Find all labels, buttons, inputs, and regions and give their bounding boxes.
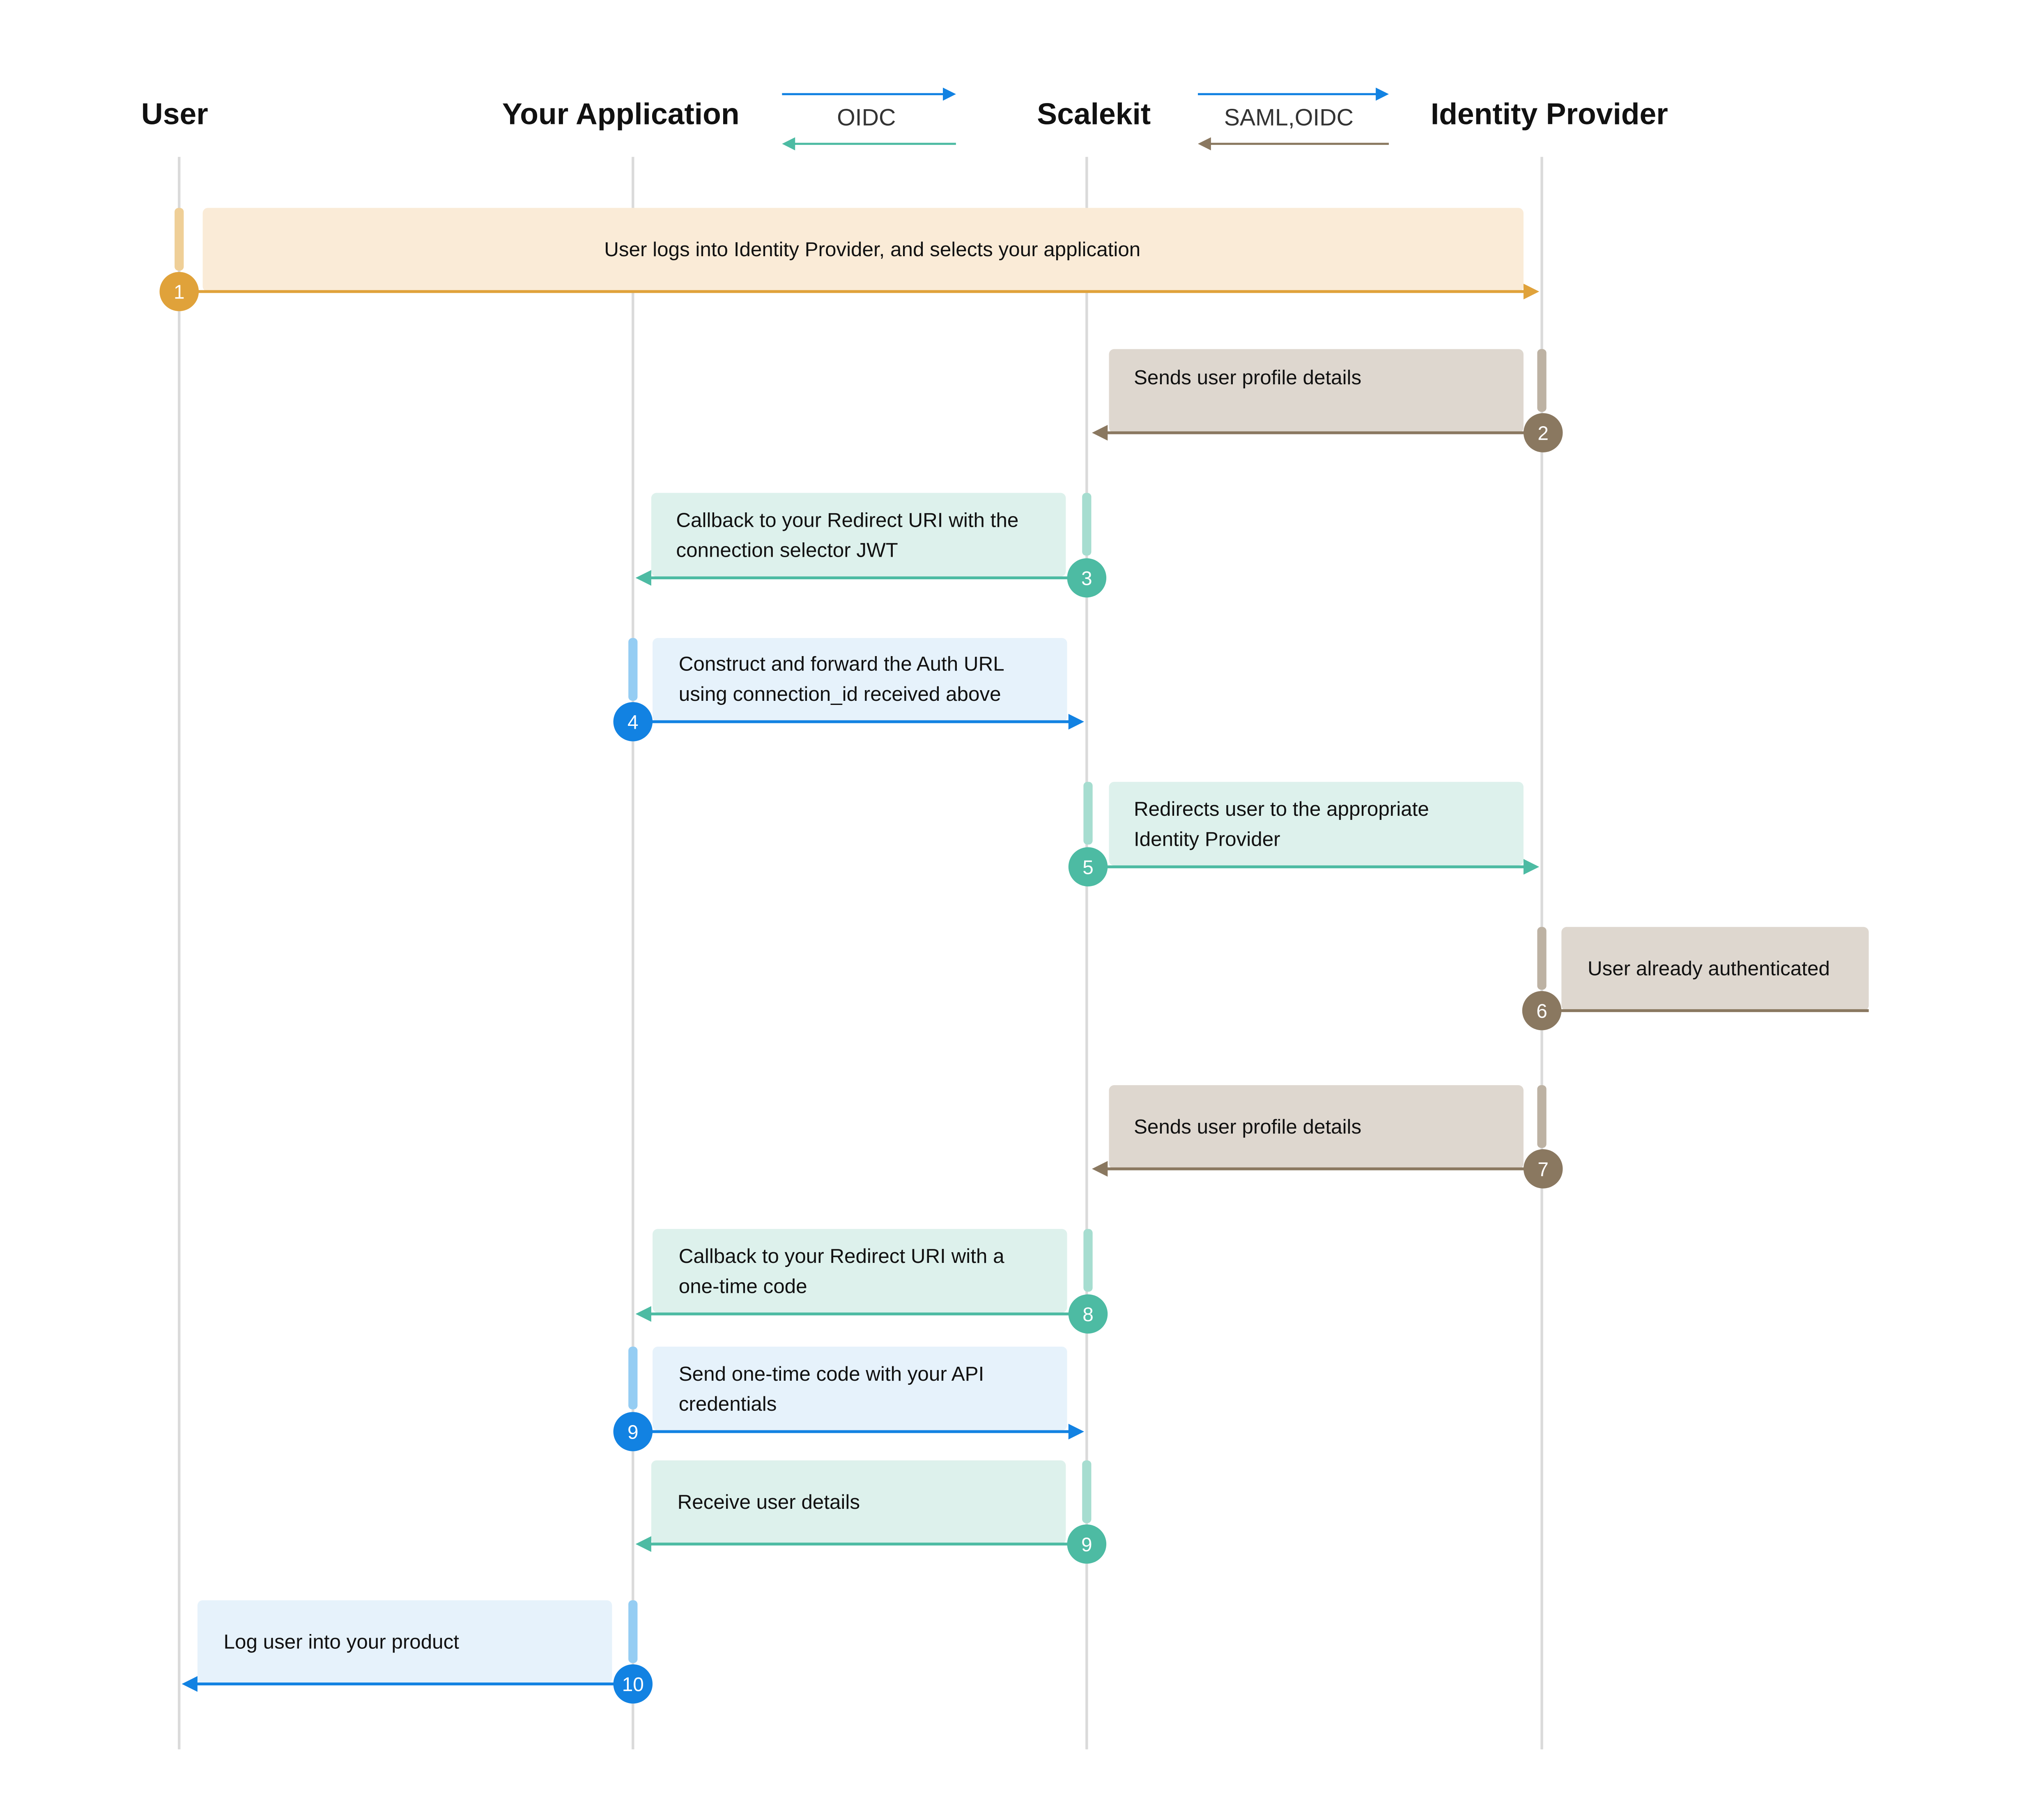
step-6-message: User already authenticated xyxy=(1587,958,1830,981)
step-1-number-badge xyxy=(159,272,199,311)
step-11-number-label: 10 xyxy=(622,1674,644,1696)
step-3-number-badge xyxy=(1067,558,1107,598)
step-10-number-badge xyxy=(1067,1524,1107,1564)
step-5-message-box xyxy=(1109,782,1524,866)
step-5-message: Redirects user to the appropriate Identi… xyxy=(1133,799,1429,851)
step-4-number-badge xyxy=(613,702,653,741)
step-3-number-label: 3 xyxy=(1081,568,1092,590)
step-11-activation-bar xyxy=(628,1600,638,1663)
step-2-activation-bar xyxy=(1537,349,1547,412)
step-4-activation-bar xyxy=(628,638,638,701)
step-1-message-box xyxy=(202,208,1524,292)
step-1-arrowhead xyxy=(1523,284,1540,300)
step-11-message-box xyxy=(197,1600,612,1684)
actor-label-identity-provider: Identity Provider xyxy=(1430,96,1668,131)
step-5-activation-bar xyxy=(1083,782,1093,845)
step-2-number-label: 2 xyxy=(1537,423,1549,445)
step-9-request-message: Send one-time code with your API credent… xyxy=(678,1363,984,1416)
step-11-arrowhead xyxy=(182,1676,198,1692)
step-10-activation-bar xyxy=(1082,1460,1092,1523)
actor-label-your-application: Your Application xyxy=(502,96,740,131)
step-10-message-box xyxy=(651,1460,1066,1544)
step-8-activation-bar xyxy=(1083,1229,1093,1292)
step-6-message-box xyxy=(1561,927,1869,1011)
step-9-arrowhead xyxy=(1068,1423,1084,1440)
step-7-number-label: 7 xyxy=(1537,1159,1549,1180)
step-9-message-box xyxy=(653,1347,1067,1430)
step-2-message-box xyxy=(1109,349,1524,433)
step-8-number-badge xyxy=(1068,1294,1108,1334)
step-3-arrowhead xyxy=(635,570,651,586)
actor-label-scalekit: Scalekit xyxy=(1037,96,1151,131)
step-4-number-label: 4 xyxy=(627,711,639,733)
protocol-label-saml-oidc: SAML,OIDC xyxy=(1224,104,1354,131)
step-8-arrowhead xyxy=(635,1306,651,1322)
step-2-arrowhead xyxy=(1092,425,1108,441)
step-9-activation-bar xyxy=(628,1347,638,1409)
legend-oidc-forward-arrowhead xyxy=(943,87,956,101)
step-8-message: Callback to your Redirect URI with a one… xyxy=(678,1246,1004,1299)
step-9-number-label: 9 xyxy=(627,1422,639,1444)
legend-saml-oidc-return-arrowhead xyxy=(1198,137,1211,151)
step-7-arrowhead xyxy=(1092,1161,1108,1177)
step-10-arrowhead xyxy=(635,1536,651,1552)
step-10-message: Log user into your product xyxy=(223,1632,460,1654)
step-2-message: Sends user profile details xyxy=(1133,367,1362,390)
step-10-number-label: 9 xyxy=(1081,1534,1092,1556)
step-7-message: Sends user profile details xyxy=(1133,1116,1362,1139)
step-4-message-box xyxy=(653,638,1067,722)
step-8-number-label: 8 xyxy=(1082,1304,1094,1326)
step-7-activation-bar xyxy=(1537,1085,1547,1148)
step-2-number-badge xyxy=(1523,413,1563,452)
step-5-number-badge xyxy=(1068,847,1108,887)
actor-label-user: User xyxy=(141,96,208,131)
step-1-message: User logs into Identity Provider, and se… xyxy=(604,239,1141,262)
step-5-arrowhead xyxy=(1523,859,1540,875)
step-4-arrowhead xyxy=(1068,714,1084,730)
step-6-activation-bar xyxy=(1537,927,1547,990)
step-3-message: Callback to your Redirect URI with the c… xyxy=(676,510,1019,562)
legend-oidc-return-arrowhead xyxy=(782,137,795,151)
step-6-number-badge xyxy=(1522,991,1562,1030)
step-8-message-box xyxy=(653,1229,1067,1313)
step-7-message-box xyxy=(1109,1085,1524,1169)
step-11-number-badge xyxy=(613,1664,653,1704)
step-3-activation-bar xyxy=(1082,493,1092,556)
step-9-response-message: Receive user details xyxy=(677,1492,860,1514)
protocol-label-oidc: OIDC xyxy=(837,104,896,131)
step-9-number-badge xyxy=(613,1412,653,1451)
step-6-number-label: 6 xyxy=(1536,1001,1547,1022)
legend-saml-oidc-forward-arrowhead xyxy=(1376,87,1389,101)
step-7-number-badge xyxy=(1523,1149,1563,1189)
step-3-message-box xyxy=(651,493,1066,577)
step-4-message: Construct and forward the Auth URL using… xyxy=(678,654,1004,706)
step-1-number-label: 1 xyxy=(174,282,185,303)
step-1-activation-bar xyxy=(175,208,184,271)
step-5-number-label: 5 xyxy=(1082,857,1094,879)
